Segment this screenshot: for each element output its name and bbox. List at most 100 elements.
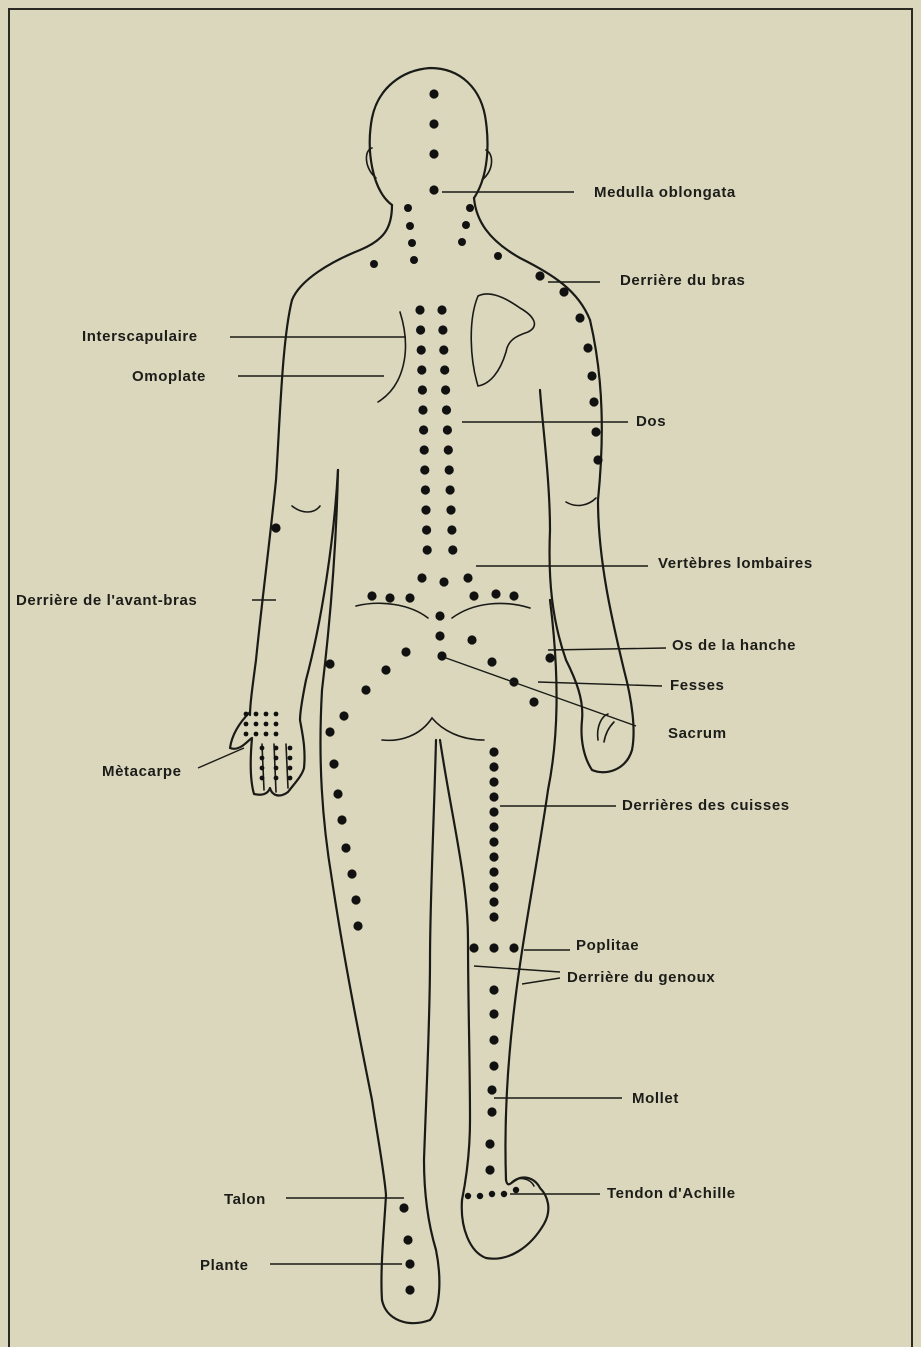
head-outline — [370, 68, 488, 205]
arm-point-6 — [589, 397, 598, 406]
spine-point-25 — [423, 545, 432, 554]
thigh-point-5 — [489, 807, 498, 816]
left-arm-outer — [250, 300, 292, 715]
spine-point-7 — [417, 365, 426, 374]
achille-point-4 — [501, 1191, 507, 1197]
right-elbow-crease — [566, 498, 596, 505]
spine-point-19 — [421, 485, 430, 494]
metacarpe-point-4 — [274, 712, 279, 717]
label-fesses: Fesses — [670, 677, 724, 694]
label-plante: Plante — [200, 1257, 249, 1274]
leader-sacrum — [446, 658, 636, 726]
metacarpe-point-14 — [274, 746, 279, 751]
lumbar-point-8 — [491, 589, 500, 598]
sole-point-1 — [399, 1203, 408, 1212]
lumbar-point-20 — [361, 685, 370, 694]
lumbar-point-14 — [487, 657, 496, 666]
thigh-point-11 — [489, 897, 498, 906]
arm-point-7 — [591, 427, 600, 436]
label-omoplate: Omoplate — [132, 368, 206, 385]
thigh-point-10 — [489, 882, 498, 891]
calf-point-5 — [487, 1085, 496, 1094]
left-thigh-point-6 — [341, 843, 350, 852]
thigh-point-2 — [489, 762, 498, 771]
right-arm-outer — [540, 320, 634, 772]
calf-point-1 — [489, 985, 498, 994]
label-derriere-bras: Derrière du bras — [620, 272, 745, 289]
metacarpe-point-3 — [264, 712, 269, 717]
spine-point-5 — [417, 345, 426, 354]
lumbar-point-11 — [435, 631, 444, 640]
left-thigh-point-5 — [337, 815, 346, 824]
calf-point-4 — [489, 1061, 498, 1070]
lumbar-point-18 — [401, 647, 410, 656]
thigh-point-1 — [489, 747, 498, 756]
spine-point-3 — [416, 325, 425, 334]
metacarpe-point-22 — [260, 776, 265, 781]
spine-point-21 — [421, 505, 430, 514]
lumbar-point-1 — [417, 573, 426, 582]
lumbar-point-3 — [463, 573, 472, 582]
calf-point-2 — [489, 1009, 498, 1018]
spine-point-24 — [447, 525, 456, 534]
thigh-point-12 — [489, 912, 498, 921]
torso-left — [320, 470, 386, 1195]
label-interscapulaire: Interscapulaire — [82, 328, 198, 345]
spine-point-18 — [445, 465, 454, 474]
calf-point-6 — [487, 1107, 496, 1116]
left-thigh-point-1 — [325, 659, 334, 668]
label-avant-bras: Derrière de l'avant-bras — [16, 592, 197, 609]
spine-point-6 — [439, 345, 448, 354]
torso-right — [505, 600, 556, 1180]
leader-hanche — [548, 648, 666, 650]
label-hanche: Os de la hanche — [672, 637, 796, 654]
label-sacrum: Sacrum — [668, 725, 727, 742]
metacarpe-point-8 — [274, 722, 279, 727]
sole-point-4 — [405, 1285, 414, 1294]
left-thigh-point-9 — [353, 921, 362, 930]
label-cuisses: Derrières des cuisses — [622, 797, 790, 814]
left-thigh-point-4 — [333, 789, 342, 798]
neck-point-2 — [406, 222, 414, 230]
spine-point-8 — [440, 365, 449, 374]
calf-point-3 — [489, 1035, 498, 1044]
lumbar-point-17 — [545, 653, 554, 662]
achille-point-1 — [465, 1193, 471, 1199]
lumbar-point-4 — [367, 591, 376, 600]
thigh-point-7 — [489, 837, 498, 846]
metacarpe-point-5 — [244, 722, 249, 727]
head-point-1 — [429, 89, 438, 98]
spine-point-9 — [418, 385, 427, 394]
lumbar-point-12 — [437, 651, 446, 660]
label-mollet: Mollet — [632, 1090, 679, 1107]
lumbar-point-19 — [381, 665, 390, 674]
head-point-4 — [429, 185, 438, 194]
label-poplitae: Poplitae — [576, 937, 639, 954]
metacarpe-point-2 — [254, 712, 259, 717]
left-thigh-point-8 — [351, 895, 360, 904]
poplitae-point-1 — [469, 943, 478, 952]
label-genoux: Derrière du genoux — [567, 969, 715, 986]
neck-point-8 — [494, 252, 502, 260]
spine-point-22 — [446, 505, 455, 514]
right-leg-inner — [440, 740, 470, 1200]
lumbar-point-10 — [435, 611, 444, 620]
metacarpe-point-10 — [254, 732, 259, 737]
arm-point-8 — [593, 455, 602, 464]
left-scapula — [378, 312, 405, 402]
thigh-point-6 — [489, 822, 498, 831]
arm-point-2 — [559, 287, 568, 296]
label-metacarpe: Mètacarpe — [102, 763, 182, 780]
neck-point-9 — [370, 260, 378, 268]
lumbar-point-7 — [469, 591, 478, 600]
metacarpe-point-11 — [264, 732, 269, 737]
labels: Medulla oblongata Derrière du bras Inter… — [16, 184, 813, 1274]
metacarpe-point-1 — [244, 712, 249, 717]
arm-point-1 — [535, 271, 544, 280]
spine-point-17 — [420, 465, 429, 474]
thigh-point-3 — [489, 777, 498, 786]
spine-point-12 — [442, 405, 451, 414]
metacarpe-point-23 — [274, 776, 279, 781]
